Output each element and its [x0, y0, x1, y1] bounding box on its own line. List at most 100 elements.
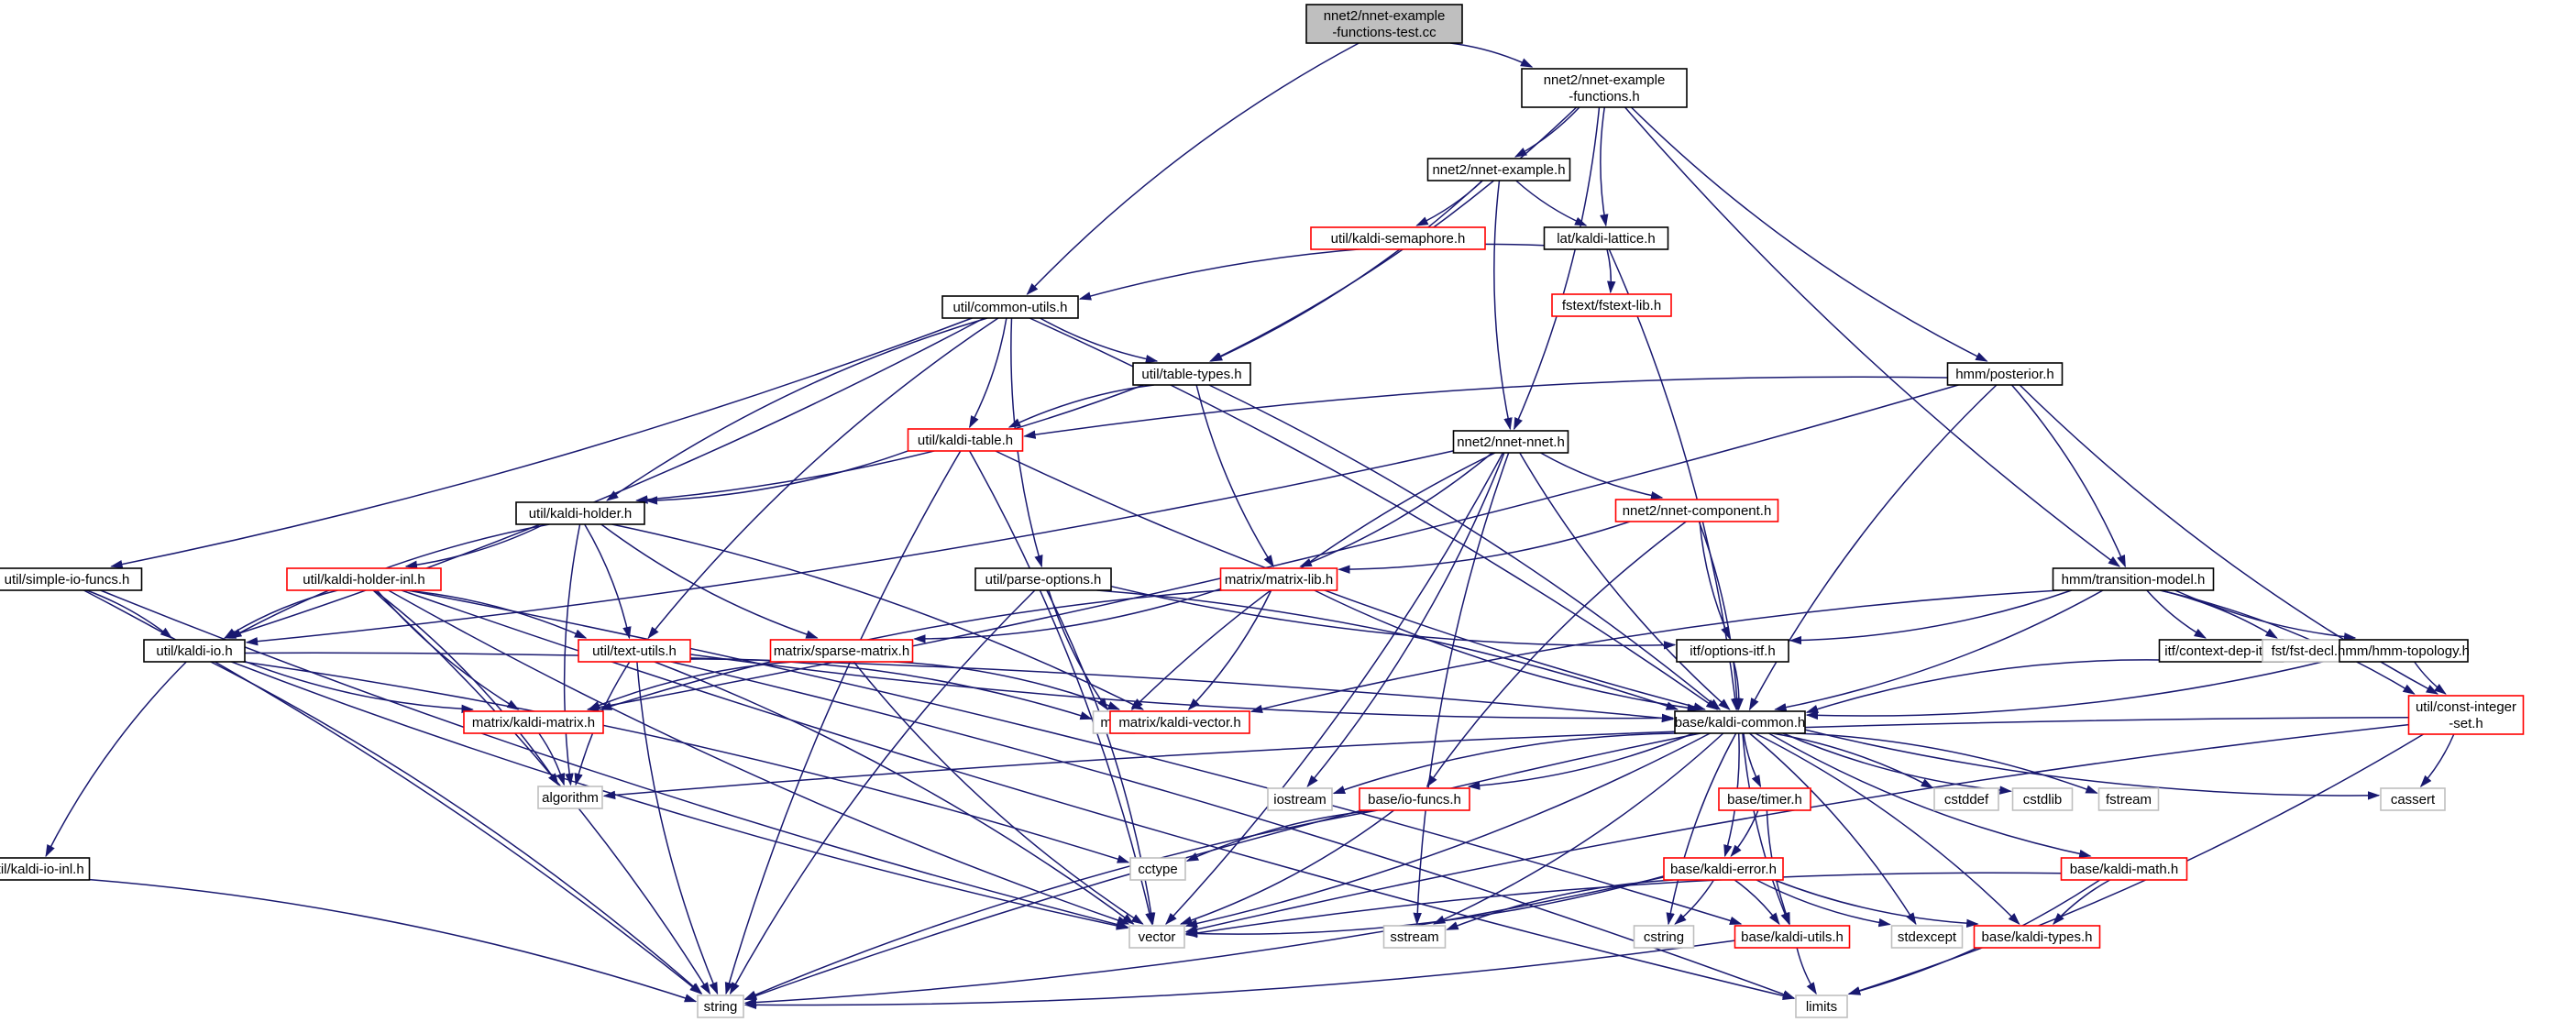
edge-topo-to-kc — [1805, 656, 2340, 720]
edge-tm-to-fstdecl — [2160, 589, 2278, 639]
node-box-vector — [1128, 925, 1185, 949]
edge-kio-to-cctype — [242, 661, 1130, 863]
edge-kc-to-cassert — [1804, 729, 2381, 800]
edge-iof-to-vector — [1179, 809, 1394, 925]
node-kerr[interactable]: base/kaldi-error.h — [1663, 857, 1784, 881]
node-label-kerr: base/kaldi-error.h — [1670, 862, 1777, 877]
edge-cu-to-khold — [606, 317, 988, 501]
node-nef[interactable]: nnet2/nnet-example-functions.h — [1521, 68, 1688, 108]
edge-kmat-to-algo — [538, 732, 566, 786]
node-cu[interactable]: util/common-utils.h — [941, 295, 1079, 319]
edge-nex-to-nnet — [1493, 180, 1513, 431]
node-nex[interactable]: nnet2/nnet-example.h — [1426, 158, 1571, 181]
edge-kc-to-fstream — [1795, 732, 2098, 794]
node-label-sm: matrix/sparse-matrix.h — [774, 643, 909, 659]
node-kmath[interactable]: base/kaldi-math.h — [2060, 857, 2188, 881]
edge-kerr-to-sstream — [1446, 879, 1674, 930]
node-box-fstext — [1551, 293, 1672, 317]
node-sio[interactable]: util/simple-io-funcs.h — [0, 567, 143, 591]
edge-nnet-to-mlib — [1299, 452, 1493, 567]
edge-nnet-to-map — [1130, 452, 1496, 710]
edge-cu-to-tu — [647, 317, 999, 640]
node-label-ktypes: base/kaldi-types.h — [1982, 929, 2093, 945]
node-label-root-line1: nnet2/nnet-example — [1324, 8, 1446, 24]
node-kholdinl[interactable]: util/kaldi-holder-inl.h — [286, 567, 442, 591]
edge-kerr-to-kutils — [1734, 879, 1780, 926]
node-label-cis-line2: -set.h — [2449, 716, 2483, 731]
node-nnet[interactable]: nnet2/nnet-nnet.h — [1452, 430, 1569, 454]
node-box-kutils — [1734, 925, 1851, 949]
edge-ktable-to-khold — [644, 450, 908, 505]
node-label-timer: base/timer.h — [1727, 792, 1802, 808]
node-kc[interactable]: base/kaldi-common.h — [1674, 710, 1806, 734]
edge-itfc-to-kc — [1805, 659, 2160, 714]
edge-nnet-to-ncomp — [1540, 452, 1664, 500]
node-mlib[interactable]: matrix/matrix-lib.h — [1219, 567, 1338, 591]
node-box-iostream — [1267, 787, 1333, 811]
edge-nex-to-sema — [1415, 180, 1483, 226]
edge-kerr-to-cstring — [1674, 879, 1715, 925]
node-kvec[interactable]: matrix/kaldi-vector.h — [1109, 710, 1250, 734]
node-box-cu — [941, 295, 1079, 319]
node-label-nex: nnet2/nnet-example.h — [1432, 162, 1565, 178]
node-label-vector: vector — [1139, 929, 1176, 945]
edge-nnet-to-iostream — [1306, 452, 1505, 788]
edge-kerr-to-string — [743, 876, 1665, 1007]
edge-nef-to-lat — [1600, 106, 1609, 227]
node-ktypes[interactable]: base/kaldi-types.h — [1973, 925, 2101, 949]
node-sema[interactable]: util/kaldi-semaphore.h — [1310, 226, 1486, 250]
node-box-cassert — [2380, 787, 2446, 811]
edge-root-to-nef — [1449, 42, 1534, 68]
node-label-cctype: cctype — [1138, 862, 1177, 877]
node-label-cis-line1: util/const-integer — [2416, 699, 2516, 715]
node-ktable[interactable]: util/kaldi-table.h — [907, 428, 1024, 452]
edge-kio-to-string — [210, 661, 703, 995]
node-label-cstdlib: cstdlib — [2023, 792, 2063, 808]
node-tu[interactable]: util/text-utils.h — [578, 639, 691, 663]
edge-kioinl-to-string — [89, 878, 698, 1003]
node-string: string — [697, 995, 744, 1018]
edge-tm-to-kvec — [1249, 589, 2061, 714]
node-khold[interactable]: util/kaldi-holder.h — [515, 501, 645, 525]
node-label-itfc: itf/context-dep-itf.h — [2164, 643, 2277, 659]
node-tt[interactable]: util/table-types.h — [1132, 362, 1251, 386]
node-label-nnet: nnet2/nnet-nnet.h — [1457, 434, 1565, 450]
node-post[interactable]: hmm/posterior.h — [1946, 362, 2064, 386]
node-box-kc — [1674, 710, 1806, 734]
node-lat[interactable]: lat/kaldi-lattice.h — [1543, 226, 1669, 250]
node-label-sema: util/kaldi-semaphore.h — [1331, 231, 1466, 247]
node-label-cassert: cassert — [2391, 792, 2436, 808]
node-fstext[interactable]: fstext/fstext-lib.h — [1551, 293, 1672, 317]
node-cassert: cassert — [2380, 787, 2446, 811]
node-box-cis — [2407, 695, 2525, 735]
node-label-tu: util/text-utils.h — [592, 643, 677, 659]
edge-tm-to-cis — [2160, 589, 2416, 695]
node-label-root-line2: -functions-test.cc — [1332, 25, 1437, 40]
edge-iof-to-string — [743, 809, 1378, 1000]
edge-khold-to-tu — [584, 523, 632, 640]
node-kutils[interactable]: base/kaldi-utils.h — [1734, 925, 1851, 949]
node-box-iof — [1359, 787, 1470, 811]
edge-iof-to-cctype — [1185, 809, 1374, 862]
edge-tt-to-ktable — [1007, 384, 1154, 428]
node-box-ktypes — [1973, 925, 2101, 949]
node-kio[interactable]: util/kaldi-io.h — [143, 639, 246, 663]
node-label-kc: base/kaldi-common.h — [1675, 715, 1806, 731]
node-po[interactable]: util/parse-options.h — [974, 567, 1112, 591]
node-iof[interactable]: base/io-funcs.h — [1359, 787, 1470, 811]
node-kioinl[interactable]: util/kaldi-io-inl.h — [0, 857, 91, 881]
edge-cu-to-sio — [110, 317, 973, 569]
node-timer[interactable]: base/timer.h — [1718, 787, 1811, 811]
node-tm[interactable]: hmm/transition-model.h — [2052, 567, 2215, 591]
node-cis[interactable]: util/const-integer-set.h — [2407, 695, 2525, 735]
node-kmat[interactable]: matrix/kaldi-matrix.h — [463, 710, 604, 734]
node-itfo[interactable]: itf/options-itf.h — [1676, 639, 1789, 663]
node-label-sio: util/simple-io-funcs.h — [5, 572, 130, 588]
node-ncomp[interactable]: nnet2/nnet-component.h — [1614, 499, 1779, 522]
node-sm[interactable]: matrix/sparse-matrix.h — [769, 639, 914, 663]
node-box-string — [697, 995, 744, 1018]
edge-nef-to-nnet — [1514, 106, 1601, 431]
edge-tu-to-vector — [654, 661, 1135, 925]
node-topo[interactable]: hmm/hmm-topology.h — [2338, 639, 2470, 663]
node-label-cstring: cstring — [1644, 929, 1684, 945]
